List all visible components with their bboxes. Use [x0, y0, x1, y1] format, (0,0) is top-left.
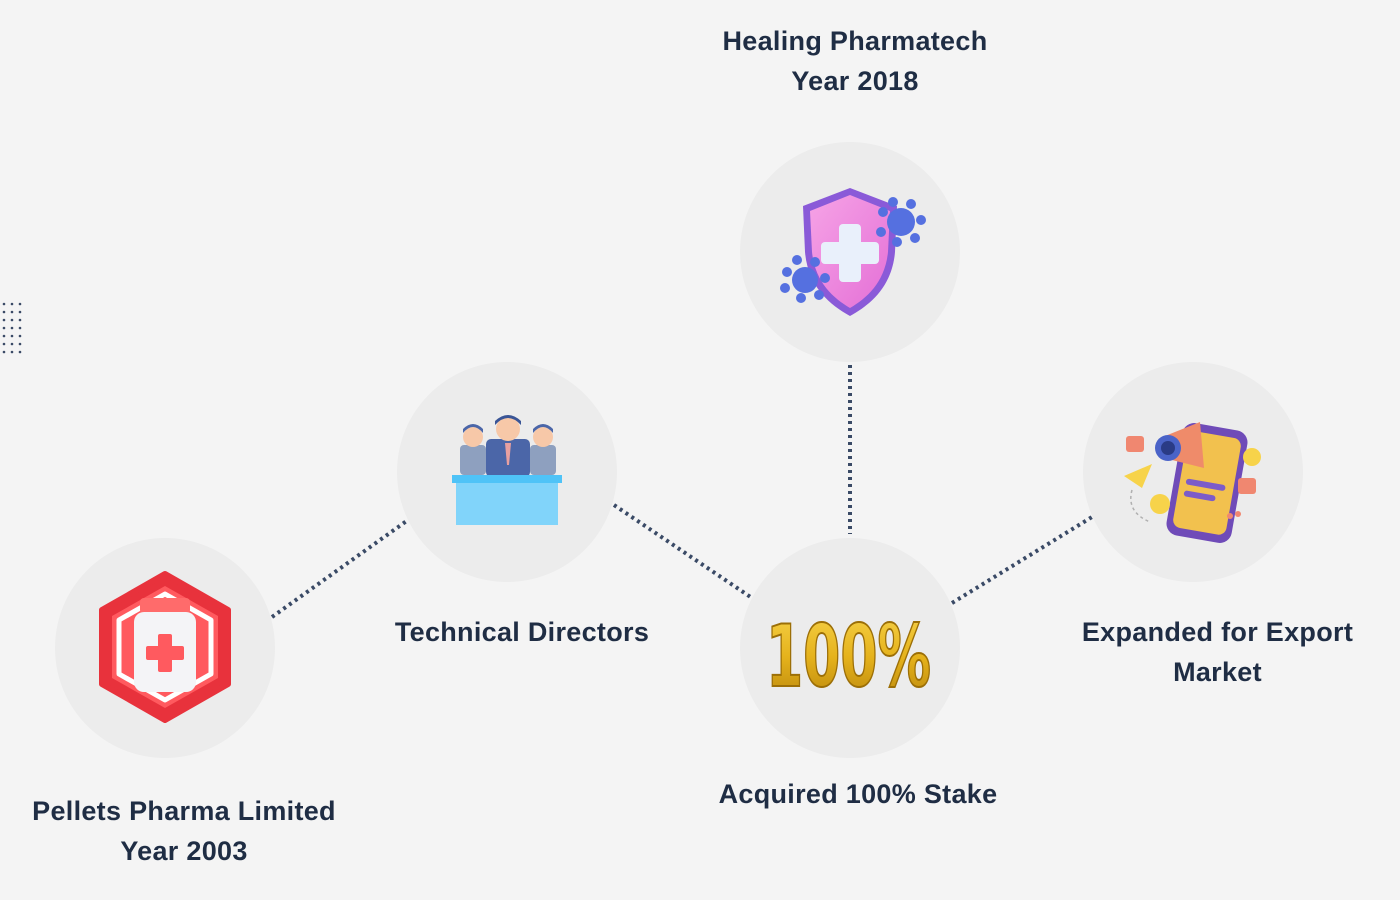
technical-title: Technical Directors: [394, 617, 650, 647]
shield-virus-icon: [780, 188, 926, 316]
export-label: Expanded for Export Market: [1040, 612, 1395, 692]
pellets-year: Year 2003: [120, 836, 248, 866]
pellets-title: Pellets Pharma Limited: [32, 796, 336, 826]
dot-grid-decoration: [2, 302, 22, 354]
technical-label: Technical Directors: [322, 612, 722, 652]
hundred-percent-text: 100%: [766, 607, 931, 707]
healing-year: Year 2018: [791, 66, 919, 96]
hundred-percent-icon: 100%: [765, 606, 932, 708]
acquired-title: Acquired 100% Stake: [718, 779, 998, 809]
pellets-label: Pellets Pharma Limited Year 2003: [4, 791, 364, 871]
megaphone-phone-icon: [1124, 422, 1261, 543]
acquired-circle: [740, 538, 960, 758]
connector-pellets-technical: [270, 518, 410, 619]
medicine-bottle-icon: [99, 571, 231, 723]
directors-panel-icon: [452, 415, 562, 525]
export-line2: Market: [1173, 657, 1262, 687]
export-line1: Expanded for Export: [1081, 617, 1354, 647]
acquired-label: Acquired 100% Stake: [658, 774, 1058, 814]
connector-acquired-export: [950, 515, 1094, 605]
connector-technical-acquired: [612, 503, 754, 600]
healing-label: Healing Pharmatech Year 2018: [655, 21, 1055, 101]
healing-title: Healing Pharmatech: [722, 26, 988, 56]
